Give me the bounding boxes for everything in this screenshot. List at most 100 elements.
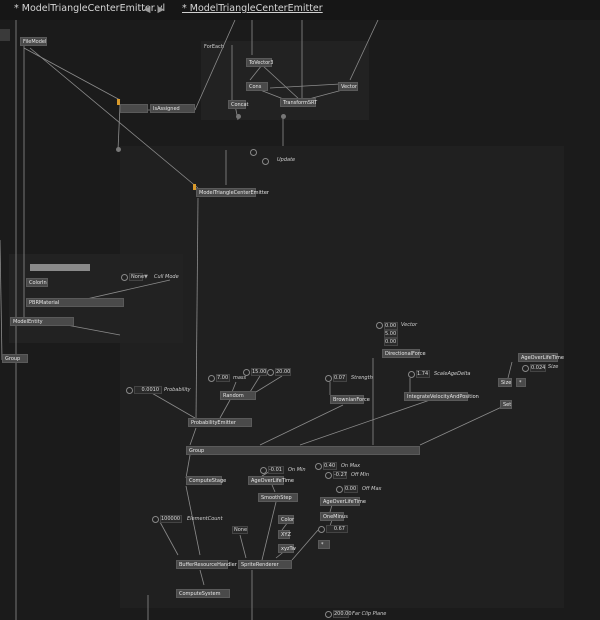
farclip-pin-icon[interactable] <box>325 611 332 618</box>
concat-node[interactable]: Concat <box>228 100 249 109</box>
pbrmaterial-node[interactable]: PBRMaterial <box>26 298 124 307</box>
scaleagedelta-value[interactable]: 1.74 <box>416 370 430 378</box>
update-expand-icon[interactable] <box>250 149 257 156</box>
update-pin-icon[interactable] <box>262 158 269 165</box>
foreach-output-pin[interactable] <box>236 114 241 119</box>
farclip-value[interactable]: 200.00 <box>333 610 352 618</box>
xyzw-node[interactable]: xyzTw <box>278 544 296 553</box>
isassigned-output-pin[interactable] <box>116 147 121 152</box>
size-value[interactable]: 0.024 <box>530 364 546 372</box>
pin-accent-2 <box>193 184 196 190</box>
offmin-label: Off Min <box>351 472 370 478</box>
elementcount-value[interactable]: 100000 <box>160 515 182 523</box>
foreach-label: ForEach <box>204 44 224 50</box>
color-node[interactable]: Color <box>278 515 294 524</box>
scaleagedelta-pin-icon[interactable] <box>408 371 415 378</box>
offmin-value[interactable]: -0.27 <box>333 471 347 479</box>
onmin-pin-icon[interactable] <box>260 467 267 474</box>
size-pin-icon[interactable] <box>522 365 529 372</box>
offmax-value[interactable]: 0.00 <box>344 485 358 493</box>
elementcount-pin-icon[interactable] <box>152 516 159 523</box>
cullmode-value[interactable]: None <box>129 273 145 281</box>
star-node[interactable]: * <box>318 540 330 549</box>
smoothstep-node[interactable]: SmoothStep <box>258 493 298 502</box>
tab-document[interactable]: * ModelTriangleCenterEmitter.vl <box>14 3 166 14</box>
update-label: Update <box>277 157 296 163</box>
mass-pin-icon[interactable] <box>208 375 215 382</box>
oneminus-node[interactable]: OneMinus <box>320 512 348 521</box>
ageoverlifetime-node-low[interactable]: AgeOverLifeTime <box>320 497 366 506</box>
strength-value[interactable]: 0.07 <box>333 374 347 382</box>
isassigned-node-input[interactable] <box>120 104 148 113</box>
offmax-label: Off Max <box>362 486 382 492</box>
value067-pin-icon[interactable] <box>318 526 325 533</box>
bufferresourcehandler-node[interactable]: BufferResourceHandler <box>176 560 237 569</box>
brownianforce-node[interactable]: BrownianForce <box>330 395 370 404</box>
random-a-value[interactable]: 15.00 <box>251 368 267 376</box>
onmin-value[interactable]: -0.01 <box>268 466 284 474</box>
cullmode-label: Cull Mode <box>154 274 179 280</box>
onmax-label: On Max <box>341 463 361 469</box>
vector-y[interactable]: 5.00 <box>384 330 398 338</box>
size-node[interactable]: Size <box>498 378 512 387</box>
integratevelocityandposition-node[interactable]: IntegrateVelocityAndPosition <box>404 392 479 401</box>
random-node[interactable]: Random <box>220 391 256 400</box>
xyz-node[interactable]: XYZ <box>278 530 291 539</box>
foreach-output-pin-2[interactable] <box>281 114 286 119</box>
value-067[interactable]: 0.67 <box>326 525 348 533</box>
none-value[interactable]: None <box>232 526 248 534</box>
isassigned-node[interactable]: IsAssigned <box>150 104 195 113</box>
colorin-node[interactable]: ColorIn <box>26 278 48 287</box>
cons-node[interactable]: Cons <box>246 82 268 91</box>
multiply-node[interactable]: * <box>516 378 526 387</box>
tovector3-node[interactable]: ToVector3 <box>246 58 273 67</box>
ageoverlifetime-node-mid[interactable]: AgeOverLifeTime <box>248 476 294 485</box>
offmin-pin-icon[interactable] <box>325 472 332 479</box>
back-arrow-icon[interactable]: ◀ <box>143 5 151 15</box>
onmin-label: On Min <box>288 467 306 473</box>
scaleagedelta-label: ScaleAgeDelta <box>434 371 471 377</box>
random-b-value[interactable]: 20.00 <box>275 368 291 376</box>
probability-value[interactable]: 0.0010 <box>134 386 162 394</box>
modelentity-node[interactable]: ModelEntity <box>10 317 74 326</box>
directionalforce-node[interactable]: DirectionalForce <box>382 349 426 358</box>
vector-z[interactable]: 0.00 <box>384 338 398 346</box>
probabilityemitter-node[interactable]: ProbabilityEmitter <box>188 418 252 427</box>
elementcount-label: ElementCount <box>187 516 223 522</box>
filemodel-node[interactable]: FileModel <box>20 37 47 46</box>
strength-label: Strength <box>351 375 373 381</box>
modeltrianglecenteremitter-node[interactable]: ModelTriangleCenterEmitter <box>196 188 269 197</box>
tab-bar: * ModelTriangleCenterEmitter.vl ◀ ▶ * Mo… <box>0 0 600 20</box>
model-selector-box[interactable] <box>30 264 90 271</box>
cullmode-pin-icon[interactable] <box>121 274 128 281</box>
onmax-value[interactable]: 0.40 <box>323 462 337 470</box>
farclip-label: Far Clip Plane <box>352 611 387 617</box>
mass-label: mass <box>233 375 247 381</box>
set-node[interactable]: Set <box>500 400 512 409</box>
offmax-pin-icon[interactable] <box>336 486 343 493</box>
computesystem-node[interactable]: ComputeSystem <box>176 589 230 598</box>
onmax-pin-icon[interactable] <box>315 463 322 470</box>
strength-pin-icon[interactable] <box>325 375 332 382</box>
transformsrt-node[interactable]: TransformSRT <box>280 98 317 107</box>
vector-x[interactable]: 0.00 <box>384 322 398 330</box>
vector-node[interactable]: Vector <box>338 82 358 91</box>
ageoverlifetime-node-top[interactable]: AgeOverLifeTime <box>518 353 564 362</box>
chevron-down-icon[interactable]: ▼ <box>144 274 148 280</box>
computestage-node[interactable]: ComputeStage <box>186 476 226 485</box>
vector-pin-icon[interactable] <box>376 322 383 329</box>
group-node-left[interactable]: Group <box>2 354 28 363</box>
forward-arrow-icon[interactable]: ▶ <box>157 5 165 15</box>
random-b-pin-icon[interactable] <box>267 369 274 376</box>
group-node-main[interactable]: Group <box>186 446 420 455</box>
pin-accent <box>117 99 120 105</box>
patch-explorer-toggle[interactable] <box>0 29 10 41</box>
tab-patch[interactable]: * ModelTriangleCenterEmitter <box>182 3 323 14</box>
random-a-pin-icon[interactable] <box>243 369 250 376</box>
size-label: Size <box>548 364 559 370</box>
probability-pin-icon[interactable] <box>126 387 133 394</box>
spriterenderer-node[interactable]: SpriteRenderer <box>238 560 292 569</box>
probability-label: Probability <box>164 387 191 393</box>
mass-value[interactable]: 7.00 <box>216 374 230 382</box>
